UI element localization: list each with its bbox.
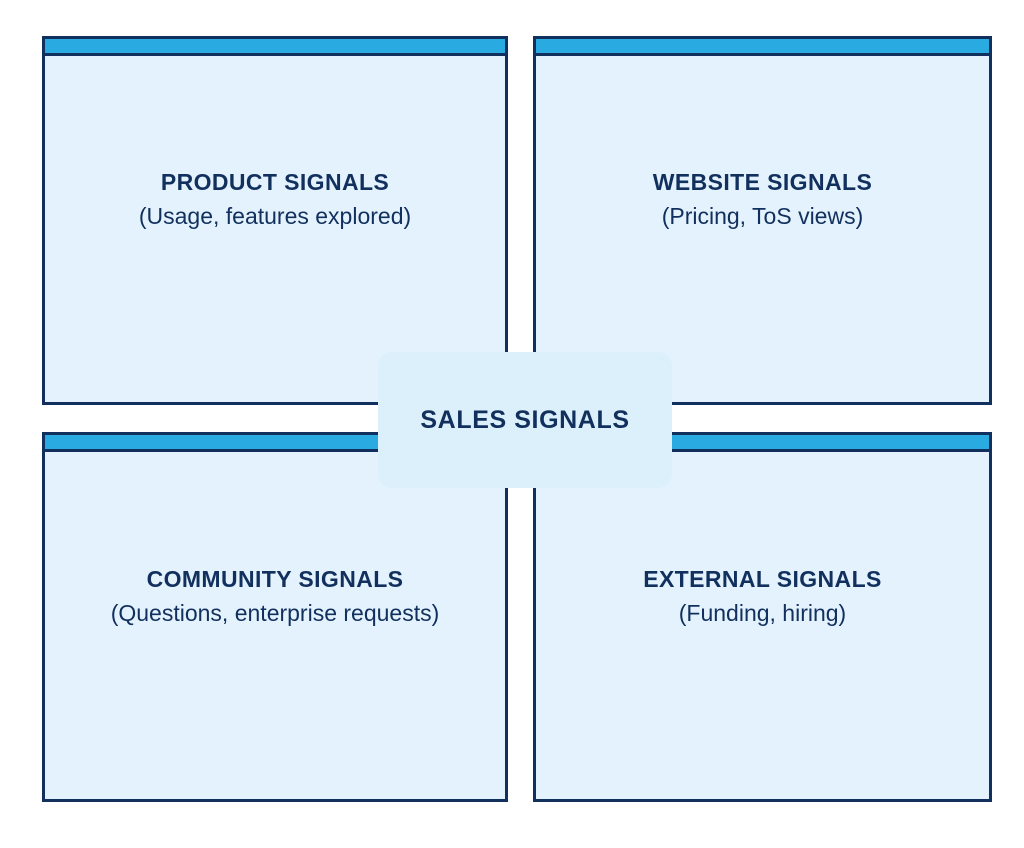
quadrant-external-signals[interactable]: EXTERNAL SIGNALS (Funding, hiring) — [533, 432, 992, 802]
quadrant-subtitle-community: (Questions, enterprise requests) — [110, 599, 440, 626]
quadrant-text-website: WEBSITE SIGNALS (Pricing, ToS views) — [568, 168, 958, 233]
center-hub-label: SALES SIGNALS — [420, 405, 630, 434]
quadrant-title-community: COMMUNITY SIGNALS — [146, 566, 404, 592]
center-hub-sales-signals: SALES SIGNALS — [378, 352, 672, 488]
quadrant-body-product: PRODUCT SIGNALS (Usage, features explore… — [45, 56, 505, 402]
quadrant-product-signals[interactable]: PRODUCT SIGNALS (Usage, features explore… — [42, 36, 508, 405]
quadrant-body-website: WEBSITE SIGNALS (Pricing, ToS views) — [536, 56, 989, 402]
quadrant-subtitle-website: (Pricing, ToS views) — [661, 202, 864, 229]
accent-bar-website — [536, 39, 989, 56]
quadrant-subtitle-product: (Usage, features explored) — [138, 202, 412, 229]
quadrant-text-community: COMMUNITY SIGNALS (Questions, enterprise… — [77, 565, 473, 630]
quadrant-title-website: WEBSITE SIGNALS — [652, 169, 873, 195]
quadrant-body-external: EXTERNAL SIGNALS (Funding, hiring) — [536, 452, 989, 799]
quadrant-website-signals[interactable]: WEBSITE SIGNALS (Pricing, ToS views) — [533, 36, 992, 405]
accent-bar-product — [45, 39, 505, 56]
quadrant-text-external: EXTERNAL SIGNALS (Funding, hiring) — [568, 565, 958, 630]
quadrant-subtitle-external: (Funding, hiring) — [678, 599, 847, 626]
quadrant-title-product: PRODUCT SIGNALS — [160, 169, 390, 195]
quadrant-title-external: EXTERNAL SIGNALS — [643, 566, 882, 592]
quadrant-body-community: COMMUNITY SIGNALS (Questions, enterprise… — [45, 452, 505, 799]
quadrant-text-product: PRODUCT SIGNALS (Usage, features explore… — [77, 168, 473, 233]
